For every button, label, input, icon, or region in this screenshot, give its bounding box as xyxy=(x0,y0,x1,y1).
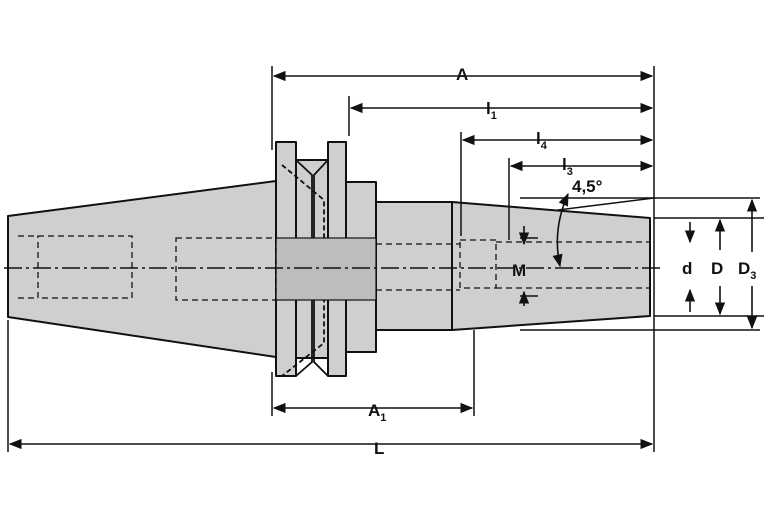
center-bore xyxy=(275,237,377,301)
taper-shank xyxy=(7,180,277,358)
dim-angle-arc xyxy=(552,192,569,268)
label-d: d xyxy=(682,259,692,278)
label-M: M xyxy=(512,261,526,280)
neck xyxy=(375,201,453,331)
labels: A l1 l4 l3 4,5° M d D D3 A1 L xyxy=(368,65,756,458)
label-L: L xyxy=(374,439,384,458)
label-l3: l3 xyxy=(562,155,573,178)
nose xyxy=(451,201,651,331)
label-A: A xyxy=(456,65,468,84)
label-angle: 4,5° xyxy=(572,177,603,196)
dimension-lines xyxy=(8,70,758,450)
label-l1: l1 xyxy=(486,99,497,122)
label-D: D xyxy=(711,259,723,278)
label-D3: D3 xyxy=(738,259,756,282)
label-A1: A1 xyxy=(368,401,386,424)
label-l4: l4 xyxy=(536,129,548,152)
